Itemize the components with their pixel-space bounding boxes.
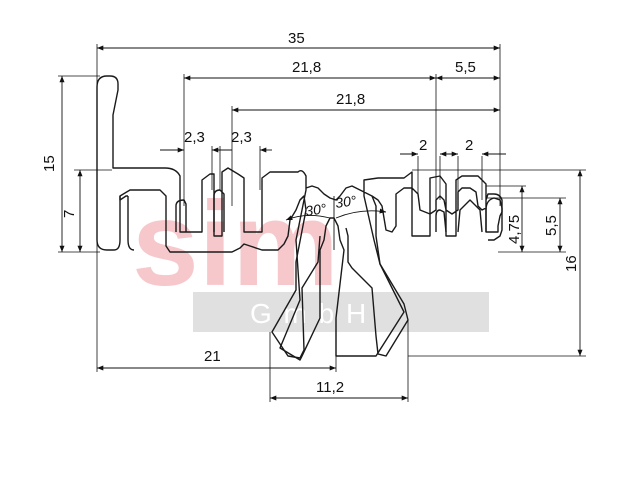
label-angle-right: 30° xyxy=(334,192,358,211)
left-leg-outline xyxy=(271,195,321,359)
angle-arc-left xyxy=(285,215,331,221)
label-2-3-a: 2,3 xyxy=(184,129,205,146)
label-21-8-b: 21,8 xyxy=(336,91,365,108)
left-foot-outline xyxy=(96,87,305,253)
angle-arc-right xyxy=(335,208,387,219)
label-4-75: 4,75 xyxy=(506,215,523,244)
label-16: 16 xyxy=(563,255,580,272)
watermark-logo: sim xyxy=(132,177,339,311)
left-body-outline xyxy=(119,195,135,251)
right-leg-outline xyxy=(345,195,409,357)
label-2-b: 2 xyxy=(465,137,473,154)
label-11-2: 11,2 xyxy=(316,379,344,396)
right-slot-a xyxy=(435,209,447,233)
watermark-gmbh: G m b H xyxy=(250,298,368,329)
watermark-band xyxy=(193,292,489,332)
label-2-a: 2 xyxy=(419,137,427,154)
label-15: 15 xyxy=(41,155,58,172)
label-21-8-a: 21,8 xyxy=(292,59,321,76)
right-slot-b xyxy=(457,199,483,233)
dimension-labels: 35 21,8 5,5 21,8 2,3 2,3 2 2 15 7 4,75 5… xyxy=(41,30,580,396)
label-21: 21 xyxy=(204,348,221,365)
label-35: 35 xyxy=(288,30,305,47)
label-5-5-v: 5,5 xyxy=(543,215,560,236)
label-5-5: 5,5 xyxy=(455,59,476,76)
label-2-3-b: 2,3 xyxy=(231,129,252,146)
right-end-outline xyxy=(485,197,503,241)
left-tab-outline xyxy=(96,75,503,361)
dimension-lines xyxy=(59,45,583,401)
extension-lines xyxy=(58,44,586,402)
label-7: 7 xyxy=(61,210,78,218)
label-angle-left: 30° xyxy=(304,200,328,219)
